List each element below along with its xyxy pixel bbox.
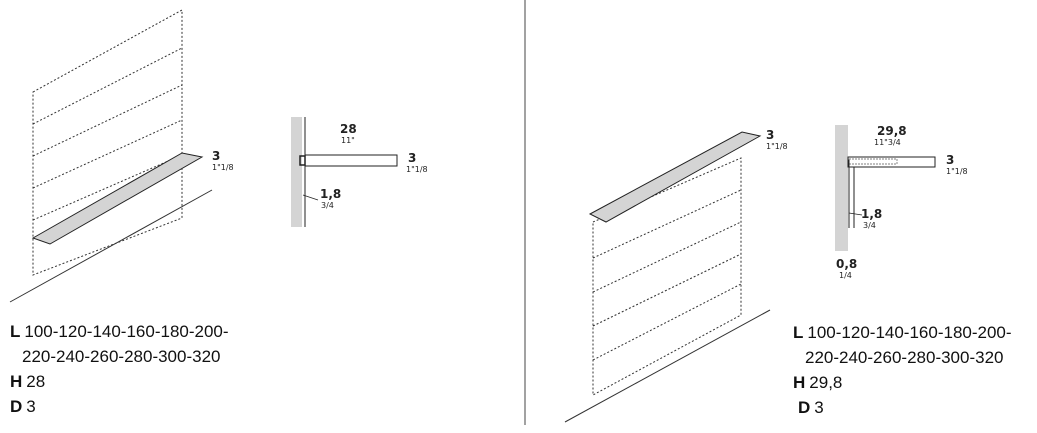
- left-plan-thickness-in: 1"1/8: [212, 163, 234, 172]
- left-plan-thickness: 3: [212, 149, 220, 163]
- right-section-depth-in: 11"3/4: [874, 138, 901, 147]
- left-section-depth: 28: [340, 122, 357, 136]
- right-section-bracket: 1,8: [861, 207, 882, 221]
- left-section-depth-in: 11": [341, 136, 355, 145]
- length-values-1: 100-120-140-160-180-200-: [807, 323, 1012, 342]
- left-section-thickness-in: 1"1/8: [406, 165, 428, 174]
- length-values-2: 220-240-260-280-300-320: [805, 348, 1004, 367]
- left-perspective-view: [9, 9, 213, 303]
- height-value: 28: [26, 372, 46, 391]
- right-section-thickness-in: 1"1/8: [946, 167, 968, 176]
- height-label: H: [10, 372, 23, 391]
- length-values-1: 100-120-140-160-180-200-: [24, 322, 229, 341]
- right-section-gap: 0,8: [836, 257, 857, 271]
- right-section-view: [835, 125, 936, 251]
- depth-label: D: [798, 398, 811, 417]
- depth-label: D: [10, 397, 23, 416]
- length-values-2: 220-240-260-280-300-320: [22, 347, 221, 366]
- length-label: L: [10, 322, 21, 341]
- height-value: 29,8: [809, 373, 843, 392]
- right-perspective-view: [564, 131, 771, 423]
- depth-value: 3: [814, 398, 824, 417]
- left-section-bracket: 1,8: [320, 187, 341, 201]
- left-section-thickness: 3: [408, 151, 416, 165]
- depth-value: 3: [26, 397, 36, 416]
- right-section-thickness: 3: [946, 153, 954, 167]
- right-section-depth: 29,8: [877, 124, 907, 138]
- length-label: L: [793, 323, 804, 342]
- left-section-bracket-in: 3/4: [321, 201, 334, 210]
- height-label: H: [793, 373, 806, 392]
- right-plan-thickness-in: 1"1/8: [766, 142, 788, 151]
- right-section-gap-in: 1/4: [839, 271, 852, 280]
- right-plan-thickness: 3: [766, 128, 774, 142]
- left-section-view: [291, 117, 398, 227]
- right-section-bracket-in: 3/4: [863, 221, 876, 230]
